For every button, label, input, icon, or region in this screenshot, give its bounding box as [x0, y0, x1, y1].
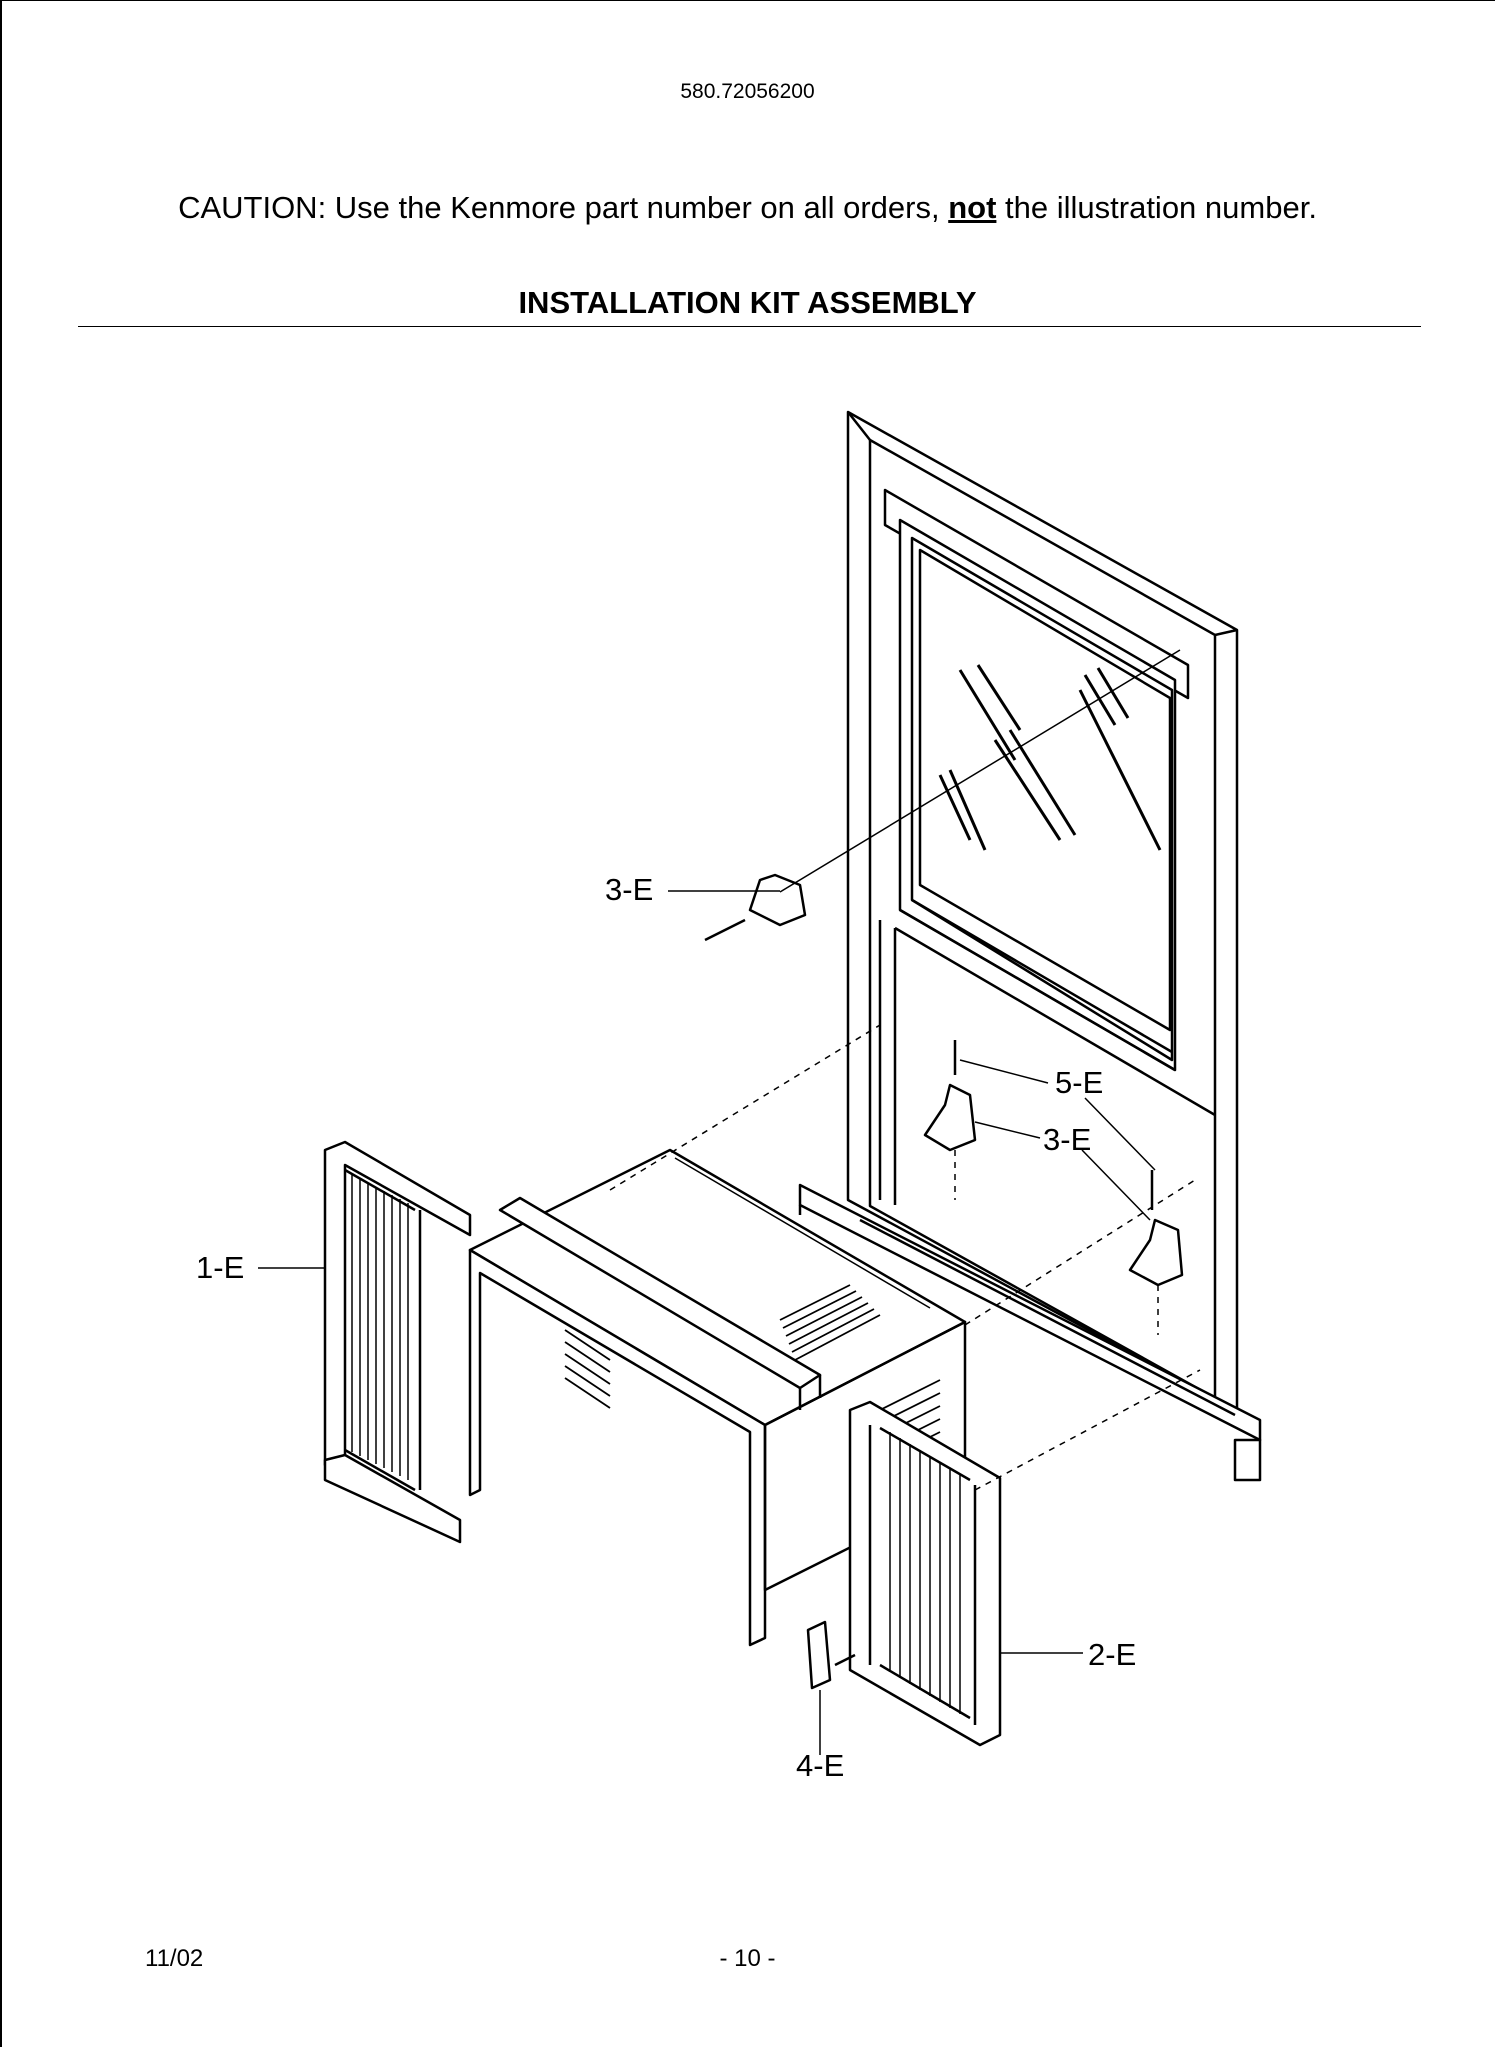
- callout-3e-upper: 3-E: [605, 872, 654, 907]
- callout-3e-sill: 3-E: [1043, 1122, 1092, 1157]
- bracket-sill-left: [923, 1040, 977, 1152]
- callout-2e: 2-E: [1088, 1637, 1137, 1672]
- bracket-lower: [806, 1620, 856, 1690]
- side-panel-left-pleats: [351, 1175, 409, 1480]
- callout-4e: 4-E: [796, 1748, 845, 1783]
- window-frame: [846, 410, 1239, 1412]
- sight-line: [779, 649, 1181, 893]
- installation-kit-diagram: [258, 410, 1262, 1755]
- caution-emphasis: not: [948, 190, 997, 225]
- glass-reflections: [938, 664, 1162, 851]
- footer-page-number: - 10 -: [719, 1945, 776, 1972]
- leader-lines: [258, 890, 1156, 1755]
- callout-5e: 5-E: [1055, 1065, 1104, 1100]
- side-panel-right-pleats: [889, 1432, 961, 1714]
- cabinet-sleeve: [468, 1148, 967, 1647]
- bracket-upper: [704, 873, 807, 942]
- caution-suffix: the illustration number.: [996, 190, 1317, 225]
- model-number: 580.72056200: [680, 80, 815, 103]
- caution-prefix: CAUTION: Use the Kenmore part number on …: [178, 190, 949, 225]
- window-sill: [798, 1183, 1262, 1482]
- callout-1e: 1-E: [196, 1250, 245, 1285]
- caution-notice: CAUTION: Use the Kenmore part number on …: [0, 190, 1495, 226]
- alignment-lines: [609, 1024, 1201, 1491]
- side-panel-right: [848, 1400, 1002, 1747]
- footer-date: 11/02: [145, 1945, 204, 1972]
- title-rule: [78, 326, 1421, 327]
- side-panel-left: [323, 1140, 472, 1544]
- section-title: INSTALLATION KIT ASSEMBLY: [518, 285, 977, 320]
